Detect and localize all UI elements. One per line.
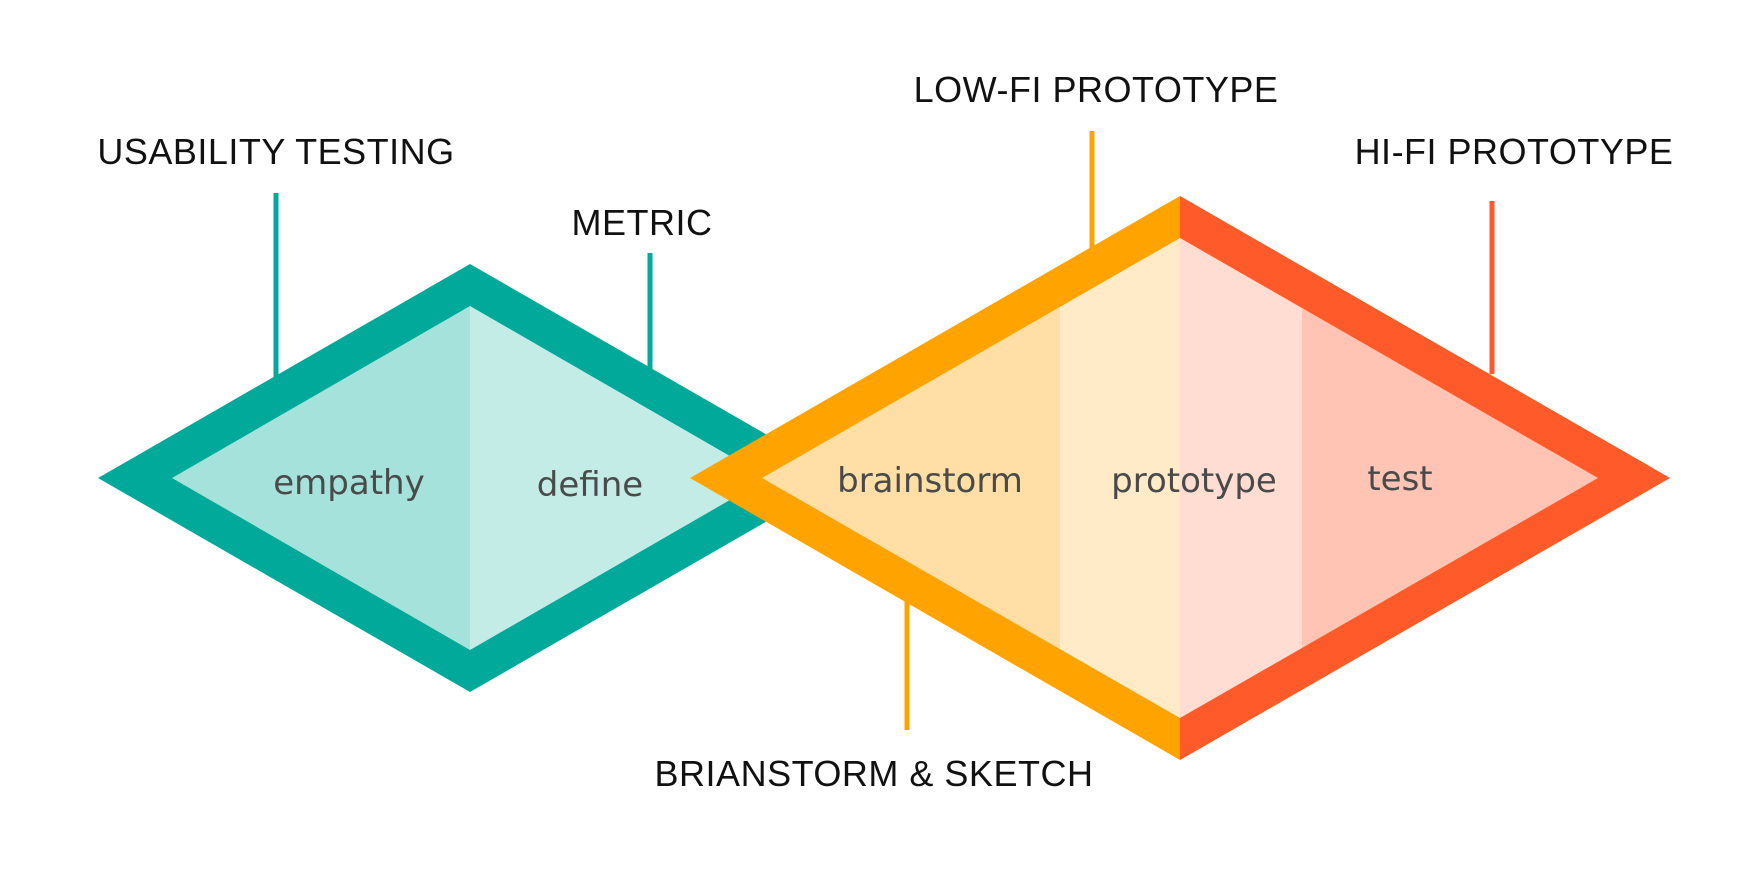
- brainstorm-sketch-label: BRIANSTORM & SKETCH: [655, 753, 1094, 794]
- stage-label-prototype: prototype: [1111, 461, 1277, 501]
- usability-testing-label: USABILITY TESTING: [97, 131, 454, 172]
- prototype-region-red: [1180, 238, 1302, 718]
- metric-label: METRIC: [572, 202, 713, 243]
- prototype-region-orange: [1060, 238, 1180, 718]
- left-diamond: [98, 264, 842, 692]
- low-fi-prototype-label: LOW-FI PROTOTYPE: [914, 69, 1279, 110]
- stage-label-empathy: empathy: [273, 463, 424, 503]
- hi-fi-prototype-label: HI-FI PROTOTYPE: [1355, 131, 1674, 172]
- stage-label-brainstorm: brainstorm: [837, 461, 1023, 501]
- stage-label-test: test: [1367, 459, 1432, 499]
- stage-label-define: define: [537, 465, 643, 505]
